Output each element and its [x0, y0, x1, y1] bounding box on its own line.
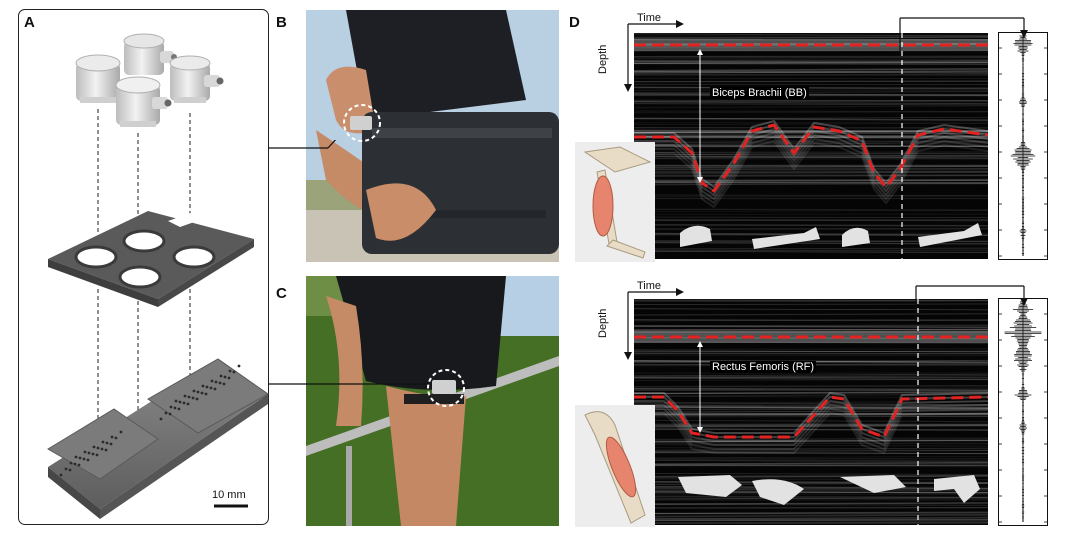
- panel-c-label: C: [276, 285, 287, 302]
- time-label-bottom: Time: [637, 280, 662, 292]
- arm-anatomy-inset: [575, 142, 655, 262]
- panel-b-label: B: [276, 14, 287, 31]
- callout-line-b: [268, 140, 337, 149]
- transducer-holder: [48, 209, 254, 307]
- time-label-top: Time: [637, 12, 662, 24]
- ultrasound-mmode-biceps: [634, 33, 988, 259]
- signal-trace-bottom: [998, 298, 1048, 526]
- muscle-label-biceps: Biceps Brachii (BB): [710, 87, 809, 99]
- ultrasound-mmode-rectus-femoris: [634, 299, 988, 525]
- callout-line-c: [268, 383, 430, 385]
- axis-arrows-bottom: [624, 288, 684, 360]
- strap-holes: [59, 364, 241, 477]
- panel-d-label: D: [569, 14, 580, 31]
- muscle-label-rectus-femoris: Rectus Femoris (RF): [710, 361, 817, 373]
- signal-trace-top: [998, 32, 1048, 260]
- trace-connector-bottom: [915, 285, 1028, 322]
- scale-bar-label: 10 mm: [212, 489, 246, 501]
- photo-arm-carrying-case: [306, 10, 559, 262]
- panel-a-label: A: [24, 14, 35, 31]
- depth-label-bottom: Depth: [597, 308, 609, 338]
- exploded-device-view: [47, 33, 269, 519]
- elastic-strap: [47, 358, 269, 519]
- leg-anatomy-inset: [575, 405, 655, 527]
- panel-a: [18, 9, 269, 525]
- photo-leg-stairs: [306, 276, 559, 526]
- ultrasound-transducers: [75, 33, 224, 127]
- trace-connector-top: [899, 17, 1028, 54]
- depth-label-top: Depth: [597, 44, 609, 74]
- axis-arrows-top: [624, 20, 684, 92]
